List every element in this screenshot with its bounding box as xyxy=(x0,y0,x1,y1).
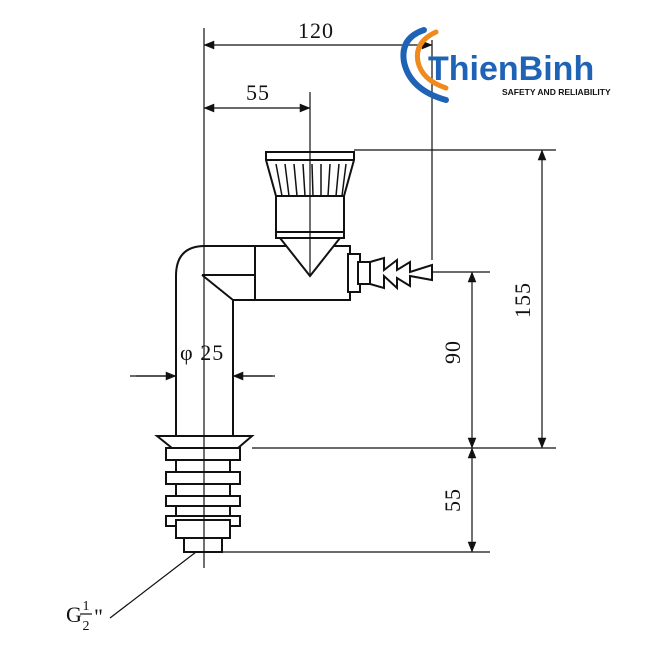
brand-logo: ThienBinh SAFETY AND RELIABILITY xyxy=(400,27,611,103)
logo-brand-binh: Binh xyxy=(519,50,595,88)
dimension-pipe-diameter: φ 25 xyxy=(180,340,224,365)
thread-label-denominator: 2 xyxy=(83,619,90,634)
dimension-width-to-knob: 55 xyxy=(246,80,270,105)
dimension-outlet-height: 90 xyxy=(440,340,465,364)
dimension-total-height: 155 xyxy=(510,282,535,318)
dimension-thread-length: 55 xyxy=(440,488,465,512)
logo-brand-thien: Thien xyxy=(428,50,519,88)
logo-swoosh-icon xyxy=(400,27,449,103)
thread-label-prefix: G xyxy=(66,602,83,627)
dimension-total-width: 120 xyxy=(298,18,334,43)
logo-tagline: SAFETY AND RELIABILITY xyxy=(502,87,611,97)
svg-text:ThienBinh: ThienBinh xyxy=(428,50,594,88)
thread-label-numerator: 1 xyxy=(83,599,90,614)
dimension-arrows xyxy=(109,40,547,619)
extension-lines xyxy=(130,28,556,568)
thread-label: G 1 2 " xyxy=(66,599,104,634)
thread-label-suffix: " xyxy=(94,604,104,629)
knob-ribs xyxy=(275,163,347,197)
